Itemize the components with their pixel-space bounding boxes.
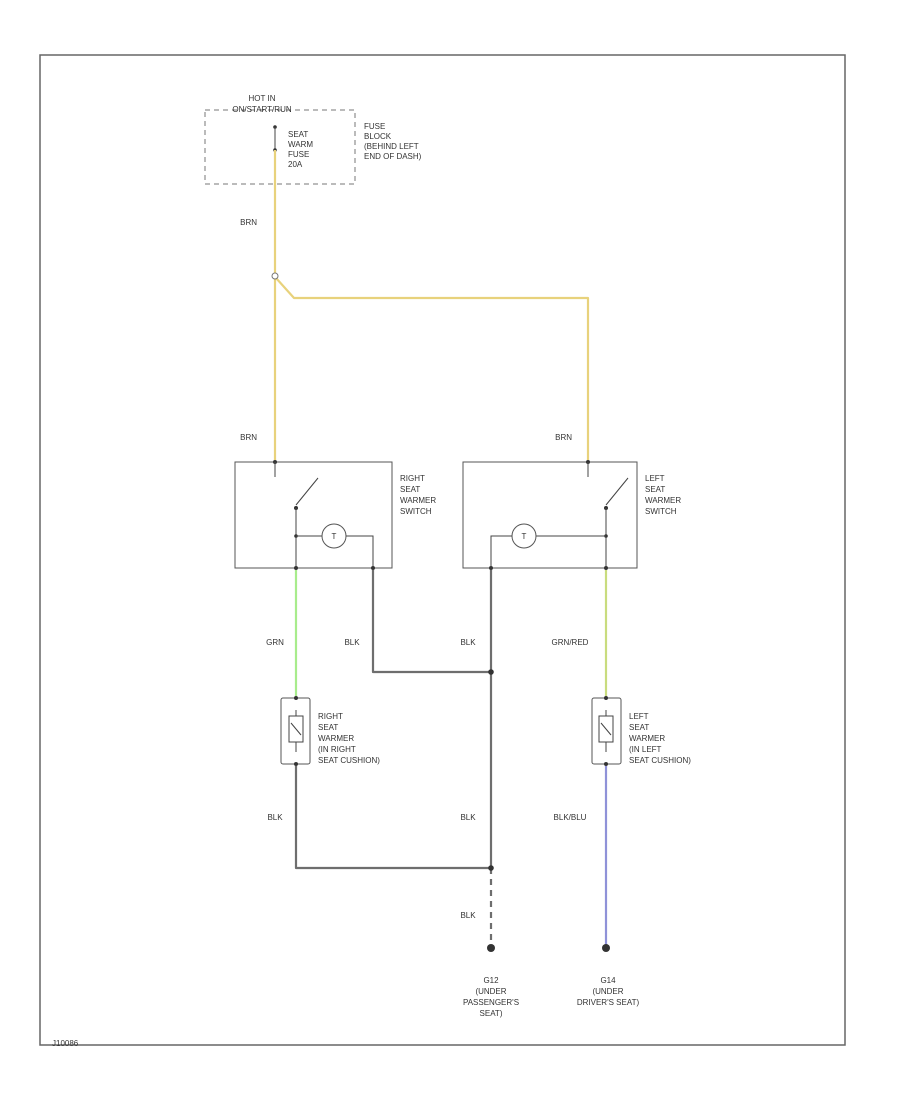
left-heater-terminal-bottom <box>604 762 608 766</box>
ground-g12-icon <box>487 944 495 952</box>
fuse-block-outline <box>204 109 356 185</box>
right-heater-terminal-top <box>294 696 298 700</box>
hot-in-label: HOT IN <box>249 94 276 103</box>
fuse-block-label-4: END OF DASH) <box>364 152 422 161</box>
right-lamp-lead-right <box>346 535 374 566</box>
ground-g14-label-2: (UNDER <box>592 987 623 996</box>
right-switch-label-2: SEAT <box>400 485 420 494</box>
wire-label-blk-lsw: BLK <box>460 638 476 647</box>
fuse-block-label-3: (BEHIND LEFT <box>364 142 419 151</box>
right-heater-label-4: (IN RIGHT <box>318 745 356 754</box>
right-switch-lever <box>295 477 319 506</box>
right-heater-label-1: RIGHT <box>318 712 343 721</box>
left-heater-label-1: LEFT <box>629 712 649 721</box>
right-switch-terminal-gnd <box>371 566 375 570</box>
right-switch-label-3: WARMER <box>400 496 436 505</box>
wire-label-brn-left: BRN <box>555 433 572 442</box>
right-heater-label-3: WARMER <box>318 734 354 743</box>
ground-g14-label-1: G14 <box>600 976 616 985</box>
left-seat-warmer-element <box>591 697 622 765</box>
right-heater-resistor-icon <box>288 710 304 752</box>
wire-label-blk-blu: BLK/BLU <box>554 813 587 822</box>
blk-wire-right-heater <box>294 766 491 870</box>
blk-wire-right-switch <box>371 570 491 674</box>
left-lamp-symbol: T <box>522 532 527 541</box>
splice-blk-upper <box>488 669 494 675</box>
wire-label-blk-gnd: BLK <box>460 911 476 920</box>
right-seat-warmer-switch-box <box>234 461 393 569</box>
ground-g12-label-4: SEAT) <box>480 1009 503 1018</box>
hot-in-condition: ON/START/RUN <box>232 105 291 114</box>
right-heater-terminal-bottom <box>294 762 298 766</box>
ground-g12-label-3: PASSENGER'S <box>463 998 519 1007</box>
right-switch-label-1: RIGHT <box>400 474 425 483</box>
wire-label-brn-top: BRN <box>240 218 257 227</box>
wire-label-blk-mid: BLK <box>460 813 476 822</box>
left-heater-label-2: SEAT <box>629 723 649 732</box>
right-heater-label-5: SEAT CUSHION) <box>318 756 380 765</box>
left-seat-warmer-switch-box <box>462 461 638 569</box>
wire-label-blk-rh: BLK <box>267 813 283 822</box>
left-lamp-lead-left <box>490 535 512 566</box>
left-switch-terminal-out <box>604 566 608 570</box>
ground-g14-label-3: DRIVER'S SEAT) <box>577 998 640 1007</box>
left-switch-lever <box>605 477 629 506</box>
left-heater-terminal-top <box>604 696 608 700</box>
fuse-label-1: SEAT <box>288 130 308 139</box>
right-switch-label-4: SWITCH <box>400 507 432 516</box>
fuse-label-4: 20A <box>288 160 303 169</box>
right-seat-warmer-element <box>280 697 311 765</box>
splice-blk-lower <box>488 865 494 871</box>
left-switch-terminal-gnd <box>489 566 493 570</box>
fuse-block-label-1: FUSE <box>364 122 385 131</box>
fuse-label-3: FUSE <box>288 150 309 159</box>
fuse-label-2: WARM <box>288 140 313 149</box>
ground-g14-icon <box>602 944 610 952</box>
right-heater-label-2: SEAT <box>318 723 338 732</box>
diagram-id: J10086 <box>52 1039 79 1048</box>
fuse-block-label-2: BLOCK <box>364 132 392 141</box>
right-lamp-symbol: T <box>332 532 337 541</box>
ground-g12-label-2: (UNDER <box>475 987 506 996</box>
left-switch-label-1: LEFT <box>645 474 665 483</box>
ground-g12-label-1: G12 <box>483 976 499 985</box>
right-switch-terminal-out <box>294 566 298 570</box>
wire-label-grn: GRN <box>266 638 284 647</box>
left-switch-label-2: SEAT <box>645 485 665 494</box>
splice-brn <box>271 272 279 280</box>
left-switch-label-3: WARMER <box>645 496 681 505</box>
diagram-frame <box>39 54 846 1046</box>
wire-label-blk-rsw: BLK <box>344 638 360 647</box>
left-heater-label-3: WARMER <box>629 734 665 743</box>
left-heater-label-5: SEAT CUSHION) <box>629 756 691 765</box>
wire-label-brn-right: BRN <box>240 433 257 442</box>
wire-label-grn-red: GRN/RED <box>552 638 589 647</box>
left-heater-resistor-icon <box>598 710 614 752</box>
left-switch-label-4: SWITCH <box>645 507 677 516</box>
left-heater-label-4: (IN LEFT <box>629 745 662 754</box>
brn-wire-branch <box>275 277 590 460</box>
